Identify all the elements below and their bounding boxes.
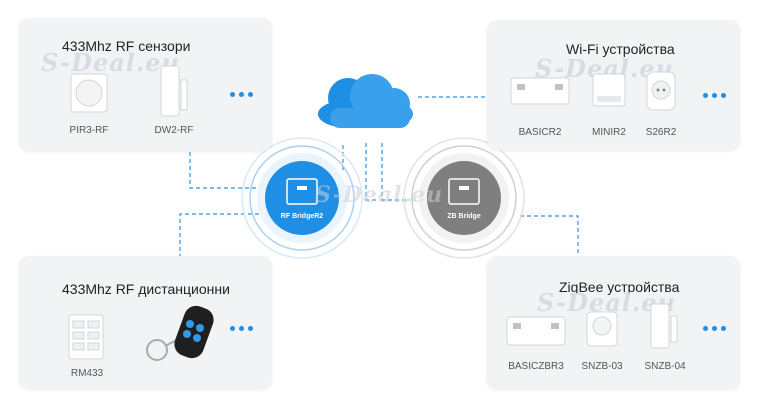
zigbee-motion-sensor-icon bbox=[586, 311, 618, 347]
panel-zigbee: ZigBee устройства S-Deal.eu BASICZBR3 SN… bbox=[487, 256, 740, 389]
watermark: S-Deal.eu bbox=[41, 48, 180, 77]
wall-remote-icon bbox=[68, 314, 104, 360]
connector-rf-sensors bbox=[189, 152, 268, 189]
panel-title: ZigBee устройства bbox=[559, 279, 680, 295]
device-snzb-04: SNZB-04 bbox=[637, 300, 693, 383]
device-snzb-03: SNZB-03 bbox=[577, 306, 627, 383]
rf-bridge-device-icon bbox=[286, 178, 318, 205]
panel-title: 433Mhz RF дистанционни bbox=[62, 281, 230, 297]
device-label: BASICZBR3 bbox=[508, 361, 564, 372]
connector-zigbee bbox=[520, 215, 579, 256]
device-label: DW2-RF bbox=[154, 125, 194, 136]
watermark-center: S-Deal.eu bbox=[315, 182, 444, 208]
device-label: BASICR2 bbox=[518, 127, 562, 138]
panel-wifi: Wi-Fi устройства S-Deal.eu BASICR2 MINIR… bbox=[487, 20, 740, 150]
smart-plug-icon bbox=[646, 71, 676, 111]
device-label: SNZB-03 bbox=[581, 361, 623, 372]
device-rm433: RM433 bbox=[59, 311, 115, 383]
device-minir2: MINIR2 bbox=[581, 70, 637, 140]
rf-bridge-hub: RF BridgeR2 bbox=[241, 137, 363, 259]
device-label: MINIR2 bbox=[592, 127, 626, 138]
door-sensor-icon bbox=[160, 65, 188, 117]
more-devices-icon bbox=[703, 326, 726, 331]
more-devices-icon bbox=[230, 326, 253, 331]
keyfob-icon bbox=[146, 305, 214, 361]
device-pir3-rf: PIR3-RF bbox=[59, 68, 119, 138]
zigbee-switch-icon bbox=[506, 316, 566, 346]
device-label: S26R2 bbox=[645, 127, 677, 138]
device-label: SNZB-04 bbox=[644, 361, 686, 372]
connector-cloud-zb bbox=[365, 143, 378, 201]
device-label: RM433 bbox=[70, 368, 104, 379]
device-basiczbr3: BASICZBR3 bbox=[501, 311, 571, 383]
rf-bridge-label: RF BridgeR2 bbox=[281, 213, 324, 220]
connector-wifi-zb bbox=[381, 143, 410, 201]
mini-switch-icon bbox=[592, 73, 626, 107]
panel-rf-sensors: 433Mhz RF сензори S-Deal.eu PIR3-RF DW2-… bbox=[19, 18, 272, 151]
zb-bridge-device-icon bbox=[448, 178, 480, 205]
panel-rf-remotes: 433Mhz RF дистанционни RM433 bbox=[19, 256, 272, 389]
more-devices-icon bbox=[230, 92, 253, 97]
cloud-icon bbox=[318, 74, 413, 128]
device-label: PIR3-RF bbox=[69, 125, 109, 136]
zb-bridge-label: ZB Bridge bbox=[447, 213, 481, 220]
motion-sensor-icon bbox=[70, 73, 108, 113]
keyfob-remote bbox=[135, 298, 215, 378]
device-basicr2: BASICR2 bbox=[505, 70, 575, 140]
more-devices-icon bbox=[703, 93, 726, 98]
connector-rf-remotes bbox=[179, 213, 268, 258]
basic-switch-icon bbox=[510, 77, 570, 105]
panel-title: 433Mhz RF сензори bbox=[62, 38, 191, 54]
zb-bridge-hub: ZB Bridge bbox=[403, 137, 525, 259]
device-s26r2: S26R2 bbox=[637, 68, 685, 140]
panel-title: Wi-Fi устройства bbox=[566, 41, 675, 57]
device-dw2-rf: DW2-RF bbox=[144, 62, 204, 138]
zigbee-door-sensor-icon bbox=[650, 303, 678, 349]
